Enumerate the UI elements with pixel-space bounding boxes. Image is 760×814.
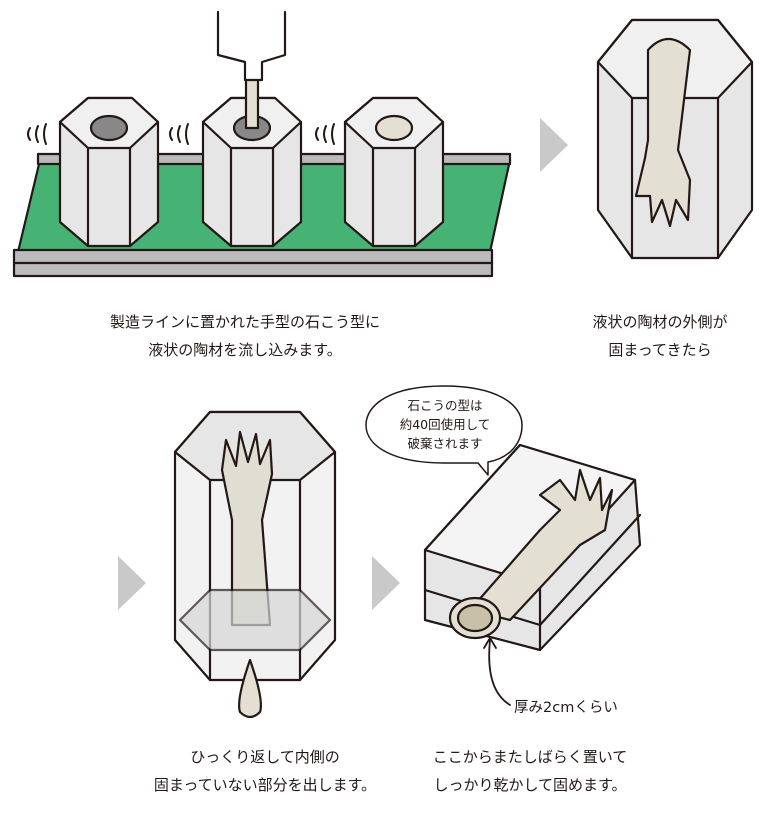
speech-bubble: [365, 385, 523, 476]
step-2-caption: 液状の陶材の外側が 固まってきたら: [570, 308, 750, 364]
caption-line: 固まっていない部分を出します。: [153, 776, 377, 794]
plaster-mold-3: [343, 96, 445, 248]
bubble-text: 石こうの型は 約40回使用して 破棄されます: [370, 396, 520, 453]
caption-line: ここからまたしばらく置いて: [432, 748, 628, 766]
caption-line: 固まってきたら: [608, 341, 712, 359]
step-arrow-icon: [372, 556, 400, 610]
inverted-mold: [173, 410, 337, 682]
bubble-line: 約40回使用して: [399, 417, 491, 432]
step-arrow-icon: [118, 556, 146, 610]
caption-line: ひっくり返して内側の: [190, 748, 340, 766]
step-3-caption: ひっくり返して内側の 固まっていない部分を出します。: [130, 743, 400, 799]
caption-line: 製造ラインに置かれた手型の石こう型に: [109, 313, 380, 331]
step-4-caption: ここからまたしばらく置いて しっかり乾かして固めます。: [405, 743, 655, 799]
step-arrow-icon: [540, 118, 568, 172]
plaster-mold-1: [58, 96, 160, 248]
hand-shape: [220, 430, 274, 627]
bubble-line: 石こうの型は: [407, 398, 483, 413]
hand-shape: [634, 37, 692, 228]
thickness-label: 厚み2cmくらい: [514, 700, 618, 716]
caption-line: 液状の陶材の外側が: [592, 313, 728, 331]
dispenser-nozzle: [216, 10, 287, 82]
pointer-arrow: [488, 639, 511, 706]
vibration-marks: [27, 123, 335, 145]
caption-line: しっかり乾かして固めます。: [433, 776, 627, 794]
drip-drop: [238, 658, 262, 719]
plaster-mold-large: [596, 18, 754, 260]
caption-line: 液状の陶材を流し込みます。: [148, 341, 342, 359]
finished-mold-cut: [423, 443, 642, 652]
hand-shape: [468, 468, 614, 622]
plaster-mold-2: [201, 78, 303, 248]
step-1-caption: 製造ラインに置かれた手型の石こう型に 液状の陶材を流し込みます。: [70, 308, 420, 364]
bubble-line: 破棄されます: [407, 436, 483, 451]
